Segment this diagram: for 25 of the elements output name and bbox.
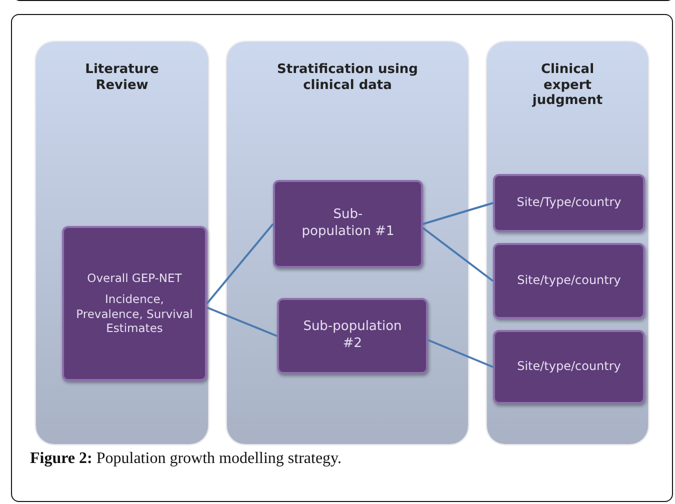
connector-line	[422, 227, 494, 282]
column-heading: Literature Review	[84, 62, 160, 94]
process-box	[273, 180, 423, 268]
box-label: Site/type/country	[517, 273, 621, 289]
box-label: Site/type/country	[517, 359, 621, 375]
box-text: Incidence, Prevalence, Survival Estimates	[75, 292, 194, 336]
box-label: Site/Type/country	[516, 195, 622, 211]
process-box	[62, 226, 207, 381]
box-label: Sub-population #1	[300, 207, 396, 241]
connector-line	[422, 202, 494, 225]
column-panel	[227, 42, 468, 444]
connector-line	[206, 223, 274, 304]
connector-line	[206, 306, 278, 337]
figure-caption: Figure 2: Population growth modelling strategy.	[30, 450, 342, 468]
process-box	[493, 243, 645, 319]
box-label: Overall GEP-NET	[87, 270, 182, 286]
column-heading: Clinical expert judgment	[531, 62, 604, 109]
box-label: Sub-population #2	[302, 319, 403, 353]
column-panel	[487, 42, 648, 444]
process-box	[493, 174, 645, 232]
process-box	[493, 330, 645, 404]
connector-line	[428, 339, 494, 368]
process-box	[277, 298, 428, 374]
column-heading: Stratification using clinical data	[276, 62, 419, 94]
column-panel	[36, 42, 208, 444]
